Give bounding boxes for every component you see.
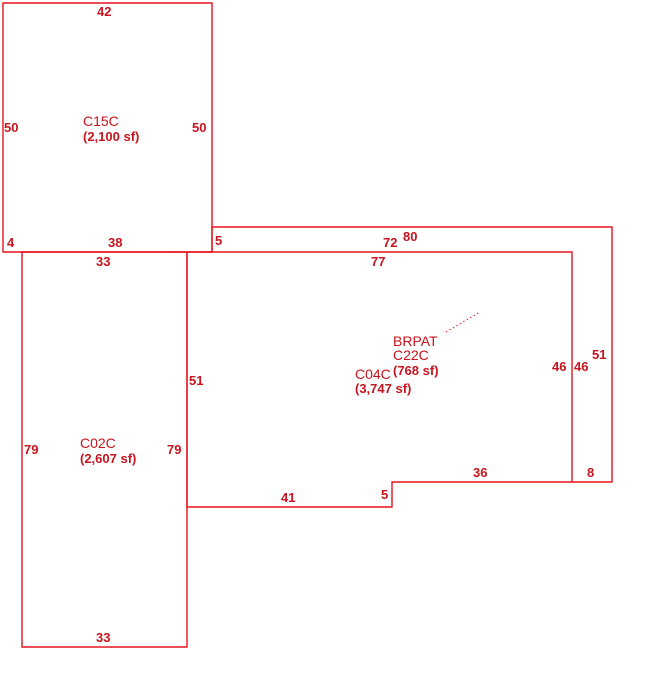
dim-c15c-bottom-jog: 4	[7, 235, 15, 250]
c22c-size-label: (768 sf)	[393, 363, 439, 378]
dim-c04c-left: 51	[189, 373, 203, 388]
dim-c02c-left: 79	[24, 442, 38, 457]
dim-c02c-top: 33	[96, 254, 110, 269]
c04c-size-label: (3,747 sf)	[355, 381, 411, 396]
dim-c22c-bottom: 8	[587, 465, 594, 480]
dim-c22c-left-jog: 5	[215, 233, 222, 248]
dim-c22c-top-inner: 72	[383, 235, 397, 250]
dim-c04c-right: 46	[552, 359, 566, 374]
dim-c22c-inner-side: 46	[574, 359, 588, 374]
dim-c04c-step: 5	[381, 487, 388, 502]
c02c-size-label: (2,607 sf)	[80, 451, 136, 466]
c04c-code-label: C04C	[355, 366, 391, 382]
c22c-code-label: C22C	[393, 347, 429, 363]
dim-c15c-right: 50	[192, 120, 206, 135]
c15c-size-label: (2,100 sf)	[83, 129, 139, 144]
brpat-leader-line	[445, 311, 481, 333]
dim-c04c-top: 77	[371, 254, 385, 269]
dim-c02c-right: 79	[167, 442, 181, 457]
brpat-label: BRPAT	[393, 333, 438, 349]
dim-c22c-top-outer: 80	[403, 229, 417, 244]
dim-c04c-bottom-left: 41	[281, 490, 295, 505]
dim-c15c-bottom: 38	[108, 235, 122, 250]
dim-c22c-outer-side: 51	[592, 347, 606, 362]
area-outlines	[2, 2, 613, 648]
area-labels: C15C (2,100 sf) C02C (2,607 sf) C04C (3,…	[80, 113, 439, 466]
dim-c04c-bottom-right: 36	[473, 465, 487, 480]
c15c-code-label: C15C	[83, 113, 119, 129]
c04c-outline	[186, 251, 573, 508]
c02c-outline	[21, 251, 188, 648]
dim-c15c-top: 42	[97, 4, 111, 19]
c02c-code-label: C02C	[80, 435, 116, 451]
dim-c15c-left: 50	[4, 120, 18, 135]
c22c-outline	[211, 226, 613, 483]
dim-c02c-bottom: 33	[96, 630, 110, 645]
dimension-labels: 42 50 50 38 4 33 79 79 33 77 51 46 41 5 …	[4, 4, 606, 645]
